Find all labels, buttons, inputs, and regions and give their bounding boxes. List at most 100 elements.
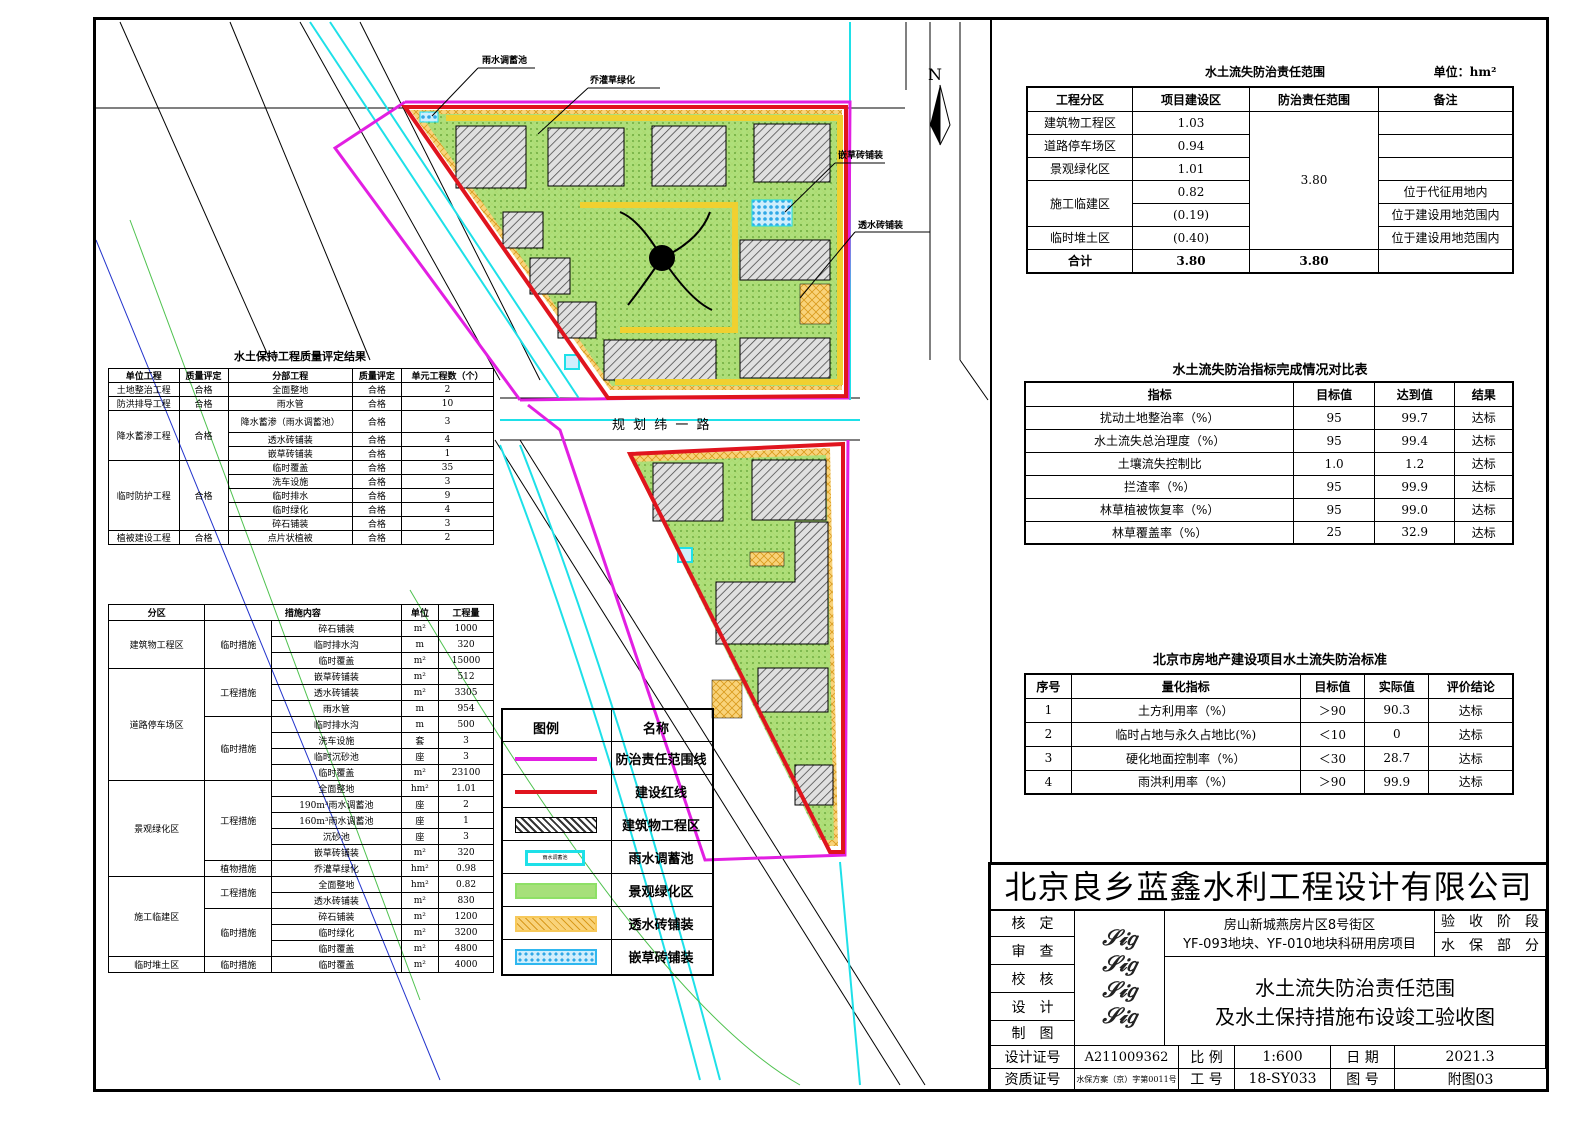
legend-name: 嵌草砖铺装 xyxy=(628,951,694,966)
measures-type: 工程措施 xyxy=(204,780,273,861)
drawing-frame xyxy=(93,17,1549,1092)
quality-part: 临时覆盖 xyxy=(227,460,353,475)
measures-unit: 座 xyxy=(400,748,440,765)
resp-note xyxy=(1378,133,1514,158)
standard-header: 序号 xyxy=(1024,673,1072,699)
measures-qty: 23100 xyxy=(438,764,494,781)
measures-unit: m² xyxy=(400,684,440,701)
resp-zone: 景观绿化区 xyxy=(1026,156,1133,181)
resp-note: 位于代征用地内 xyxy=(1378,179,1514,204)
measures-unit: 座 xyxy=(400,796,440,813)
indicator-cell: 32.9 xyxy=(1373,520,1456,545)
design-cert: A211009362 xyxy=(1075,1046,1179,1069)
measures-qty: 15000 xyxy=(438,652,494,669)
measures-zone: 道路停车场区 xyxy=(107,668,206,781)
measures-qty: 320 xyxy=(438,844,494,861)
legend-header-symbol: 图例 xyxy=(533,722,560,737)
quality-count: 35 xyxy=(400,460,495,475)
measures-qty: 512 xyxy=(438,668,494,685)
stage-line2: 水 保 部 分 xyxy=(1435,933,1546,957)
quality-unit: 临时防护工程 xyxy=(108,460,180,531)
measures-unit: hm² xyxy=(400,876,440,893)
legend-symbol-green xyxy=(515,883,597,899)
measures-unit: m² xyxy=(400,652,440,669)
measures-qty: 320 xyxy=(438,636,494,653)
indicator-cell: 林草覆盖率（%） xyxy=(1024,520,1295,545)
quality-header: 质量评定 xyxy=(351,368,402,383)
measures-header: 单位 xyxy=(400,604,440,621)
legend-name: 建筑物工程区 xyxy=(621,819,700,834)
quality-part: 降水蓄渗（雨水调蓄池） xyxy=(227,410,353,433)
standard-header: 量化指标 xyxy=(1070,673,1301,699)
indicator-cell: 1.2 xyxy=(1373,451,1456,476)
resp-h-build: 项目建设区 xyxy=(1132,86,1250,112)
resp-total-resp: 3.80 xyxy=(1249,248,1379,274)
resp-h-resp: 防治责任范围 xyxy=(1249,86,1379,112)
standard-cell: 28.7 xyxy=(1364,745,1430,771)
resp-build: (0.19) xyxy=(1132,202,1250,227)
quality-count: 4 xyxy=(400,502,495,517)
measures-type: 临时措施 xyxy=(204,620,273,669)
quality-count: 9 xyxy=(400,488,495,503)
quality-unit: 植被建设工程 xyxy=(108,530,180,545)
role-check: 校 核 xyxy=(991,965,1075,993)
quality-count: 2 xyxy=(400,382,495,397)
measures-type: 临时措施 xyxy=(204,956,273,973)
role-review: 审 查 xyxy=(991,937,1075,965)
quality-part: 临时绿化 xyxy=(227,502,353,517)
project-name: 房山新城燕房片区8号街区 YF-093地块、YF-010地块科研用房项目 xyxy=(1165,909,1435,957)
qual-value: 水保方案（京）字第0011号 xyxy=(1075,1069,1179,1089)
quality-part: 雨水管 xyxy=(227,396,353,411)
measures-item: 雨水管 xyxy=(271,700,402,717)
role-approve: 核 定 xyxy=(991,909,1075,937)
measures-item: 沉砂池 xyxy=(271,828,402,845)
measures-qty: 830 xyxy=(438,892,494,909)
measures-qty: 3 xyxy=(438,732,494,749)
frame-divider xyxy=(990,17,992,862)
quality-part: 点片状植被 xyxy=(227,530,353,545)
legend: 图例 名称 防治责任范围线 建设红线 建筑物工程区 雨水调蓄池雨水调蓄池 景观绿… xyxy=(501,708,714,976)
quality-count: 3 xyxy=(400,516,495,531)
indicator-header: 达到值 xyxy=(1373,381,1456,407)
indicator-cell: 拦渣率（%） xyxy=(1024,474,1295,499)
standard-cell: 0 xyxy=(1364,721,1430,747)
indicator-cell: 达标 xyxy=(1454,520,1514,545)
measures-item: 乔灌草绿化 xyxy=(271,860,402,877)
resp-note xyxy=(1378,156,1514,181)
measures-qty: 954 xyxy=(438,700,494,717)
resp-h-note: 备注 xyxy=(1378,86,1514,112)
legend-symbol-grass-brick xyxy=(515,949,597,965)
indicator-cell: 扰动土地整治率（%） xyxy=(1024,405,1295,430)
standard-cell: 临时占地与永久占地比(%) xyxy=(1070,721,1301,747)
indicator-header: 结果 xyxy=(1454,381,1514,407)
quality-header: 分部工程 xyxy=(227,368,353,383)
quality-part: 透水砖铺装 xyxy=(227,432,353,447)
standard-cell: 1 xyxy=(1024,697,1072,723)
resp-note: 位于建设用地范围内 xyxy=(1378,202,1514,227)
quality-count: 1 xyxy=(400,446,495,461)
measures-item: 临时覆盖 xyxy=(271,764,402,781)
measures-header: 分区 xyxy=(107,604,206,621)
resp-zone: 建筑物工程区 xyxy=(1026,110,1133,135)
indicator-header: 指标 xyxy=(1024,381,1295,407)
measures-zone: 临时堆土区 xyxy=(107,956,206,973)
quality-part-grade: 合格 xyxy=(351,382,402,397)
legend-symbol-rain-pool: 雨水调蓄池 xyxy=(525,850,585,866)
measures-unit: m xyxy=(400,636,440,653)
quality-count: 3 xyxy=(400,410,495,433)
measures-unit: m² xyxy=(400,924,440,941)
legend-header-name: 名称 xyxy=(643,722,670,737)
